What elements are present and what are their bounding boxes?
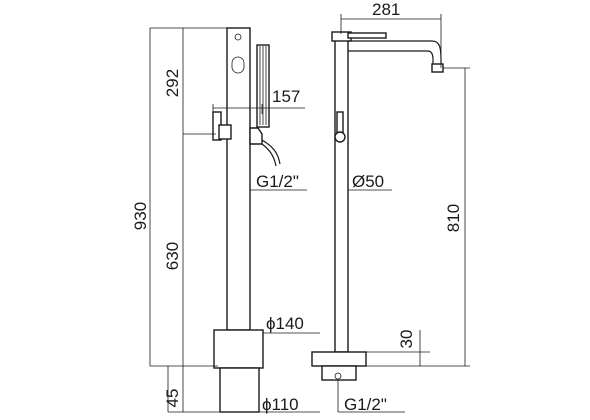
holder-slot [231, 56, 245, 74]
top-arm [347, 32, 387, 39]
shower-hose [261, 139, 281, 165]
side-plinth [311, 351, 367, 367]
dim-handshower-offset: 157 [272, 87, 300, 106]
lever-knob [334, 131, 346, 143]
dim-base-diameter: ϕ140 [266, 314, 304, 333]
hose-connector [249, 127, 263, 145]
dim-spout-reach: 281 [372, 0, 400, 19]
holder-hole [234, 33, 242, 41]
dim-total-height: 930 [131, 202, 150, 230]
dim-lower-height: 630 [163, 242, 182, 270]
dim-hose-connection: G1/2" [256, 172, 299, 191]
dim-floor-diameter: ϕ110 [262, 395, 299, 414]
dim-spout-height: 810 [444, 204, 463, 232]
front-view: 930 292 630 45 157 G1/2" ϕ140 ϕ110 [131, 27, 320, 414]
dim-base-height: 45 [163, 389, 182, 408]
column-base [213, 329, 264, 369]
floor-flange [219, 367, 260, 413]
side-lever [336, 111, 344, 135]
side-view: 281 Ø50 810 30 G1/2" [311, 0, 470, 414]
dim-inlet-connection: G1/2" [344, 395, 387, 414]
tube-body [334, 39, 349, 353]
dim-upper-height: 292 [163, 69, 182, 97]
dim-tube-diameter: Ø50 [352, 172, 384, 191]
diverter-knob [218, 124, 232, 140]
dim-plinth-height: 30 [397, 330, 416, 349]
spout [348, 40, 442, 64]
